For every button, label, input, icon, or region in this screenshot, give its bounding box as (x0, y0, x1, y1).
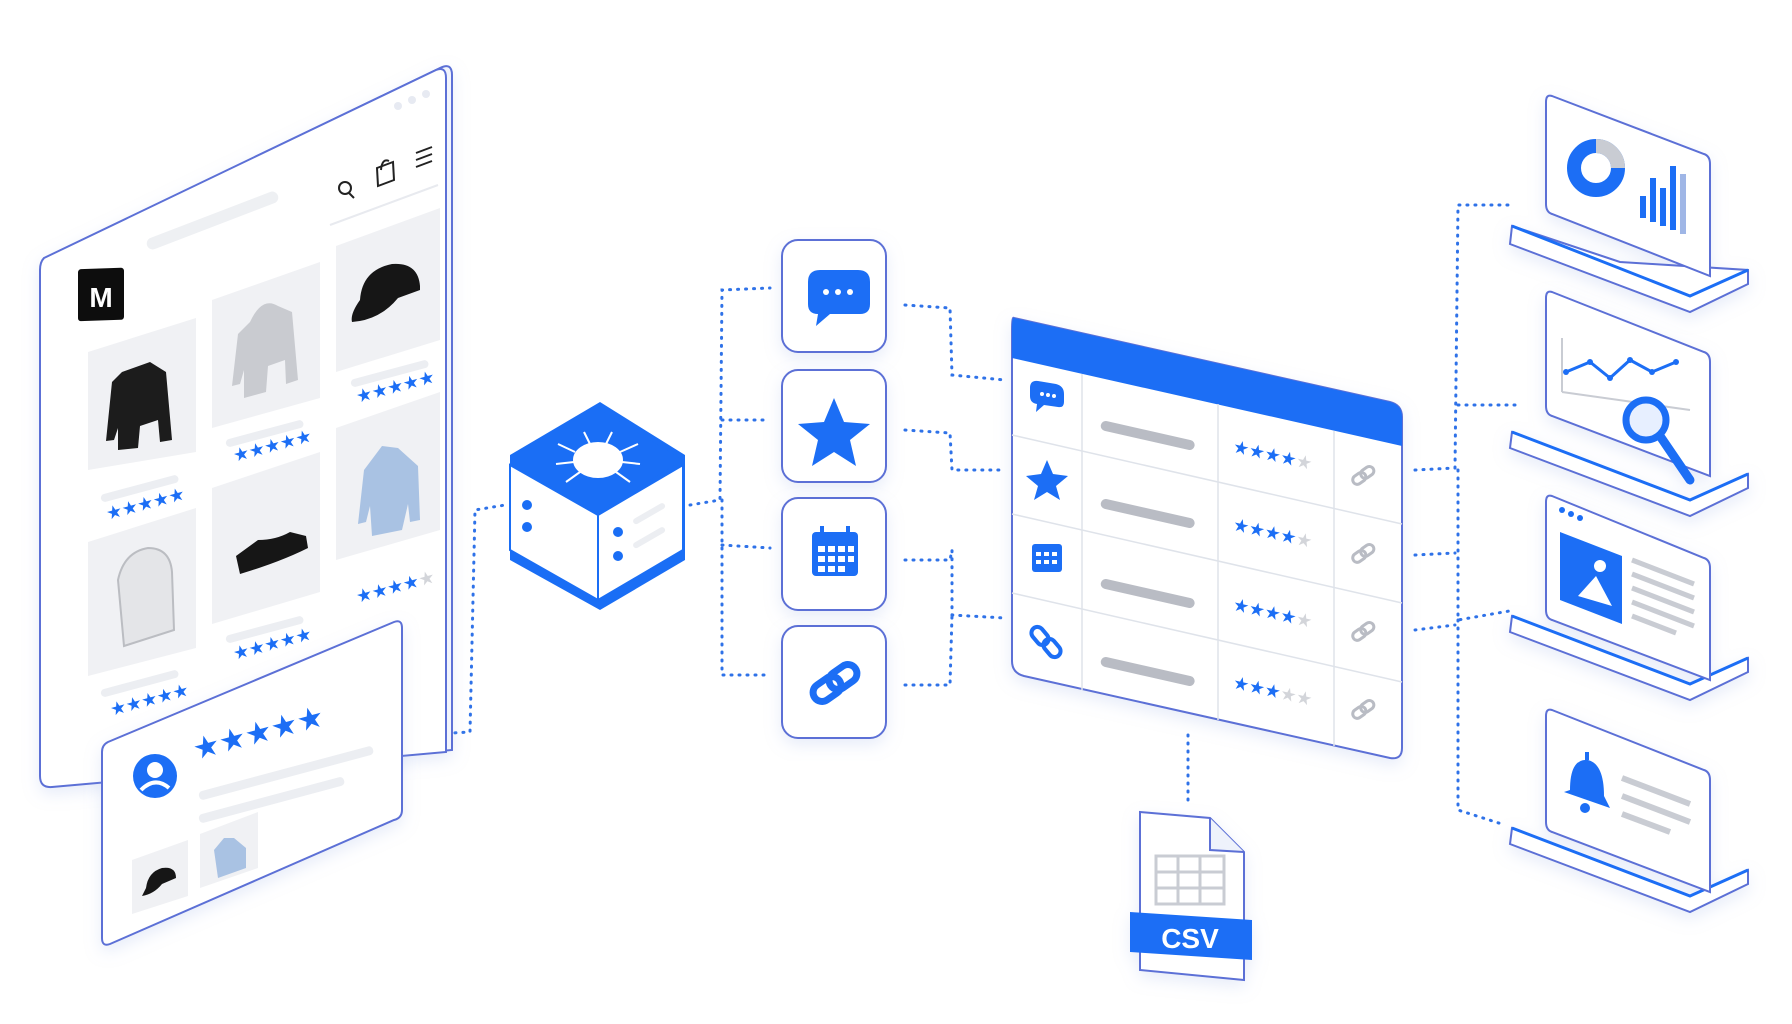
table-grid (1011, 374, 1403, 746)
csv-file[interactable]: CSV (1130, 810, 1252, 982)
output-panel-notification[interactable] (1508, 708, 1749, 914)
output-panel-trend[interactable] (1508, 290, 1749, 518)
chat-icon (1030, 380, 1064, 412)
product-grid: ★★★★★ ★★★★★ ★★★★★ ★★★★★ (88, 208, 440, 720)
bar-chart-icon (1640, 166, 1686, 234)
star-icon (1026, 460, 1068, 500)
link-icon[interactable] (1351, 698, 1376, 720)
backpack-image (116, 546, 176, 648)
black-cap-image (351, 263, 420, 322)
connector-types-to-table (903, 303, 1007, 687)
data-table: ★★★★★ ★★★★★ (1011, 316, 1403, 760)
output-panel-analytics[interactable] (1508, 94, 1749, 314)
csv-label: CSV (1161, 923, 1219, 954)
black-cap-thumbnail (142, 867, 176, 896)
table-cell-text (1100, 656, 1195, 687)
output-panel-webpage[interactable] (1508, 494, 1749, 702)
calendar-icon (1032, 544, 1062, 572)
review-thumbnail[interactable] (132, 840, 188, 914)
table-cell-text (1100, 578, 1195, 609)
calendar-icon (812, 526, 858, 576)
server-indicator (522, 500, 666, 561)
link-icon (1029, 624, 1063, 660)
data-type-tile-ratings[interactable] (781, 369, 887, 483)
review-card: ★★★★★ (101, 620, 403, 946)
text-lines (1631, 557, 1695, 636)
gray-hoodie-image (232, 303, 298, 398)
magnifier-icon (1622, 396, 1695, 485)
product-tile[interactable]: ★★★★★ (336, 392, 440, 607)
browser-bar (1559, 507, 1583, 521)
table-header-bar (1012, 317, 1402, 446)
header-divider (329, 184, 439, 226)
line-chart-icon (1561, 338, 1691, 411)
search-icon[interactable] (338, 181, 355, 199)
blue-shirt-thumbnail (214, 838, 246, 878)
search-bar-placeholder (146, 191, 279, 250)
donut-chart-icon (1567, 139, 1625, 197)
data-type-tile-links[interactable] (781, 625, 887, 739)
storefront-browser: M ★★★★★ ★★★★★ (39, 65, 453, 789)
data-type-tiles (781, 239, 887, 739)
bug-icon (555, 431, 641, 483)
connectors (413, 203, 1517, 827)
table-cell-text (1100, 498, 1195, 529)
connector-scraper-to-types (688, 286, 772, 677)
chat-icon (808, 270, 870, 326)
link-icon[interactable] (1351, 542, 1376, 564)
product-tile[interactable]: ★★★★★ (88, 318, 196, 524)
black-sneaker-image (236, 532, 308, 574)
table-cell-text (1100, 420, 1195, 451)
menu-icon[interactable] (415, 146, 433, 168)
blue-shirt-image (358, 446, 420, 536)
review-thumbnail[interactable] (200, 812, 258, 888)
bell-icon (1564, 752, 1610, 813)
review-text-line (198, 777, 345, 823)
scraper-cube (509, 402, 685, 610)
product-tile[interactable]: ★★★★★ (336, 208, 440, 407)
spreadsheet-icon (1154, 854, 1226, 906)
window-controls (394, 90, 430, 110)
black-jacket-image (106, 362, 172, 450)
brand-logo: M (78, 267, 124, 322)
brand-logo-letter: M (89, 282, 112, 313)
star-icon (798, 398, 870, 466)
link-icon[interactable] (1351, 464, 1376, 486)
notification-text-lines (1620, 775, 1692, 835)
image-icon (1560, 532, 1622, 624)
connector-table-to-outputs (1413, 203, 1517, 827)
link-icon[interactable] (1351, 620, 1376, 642)
data-type-tile-reviews[interactable] (781, 239, 887, 353)
data-type-tile-dates[interactable] (781, 497, 887, 611)
reviewer-avatar (133, 754, 177, 798)
link-icon (809, 661, 861, 705)
shopping-bag-icon[interactable] (375, 159, 396, 188)
review-text-line (198, 746, 374, 800)
